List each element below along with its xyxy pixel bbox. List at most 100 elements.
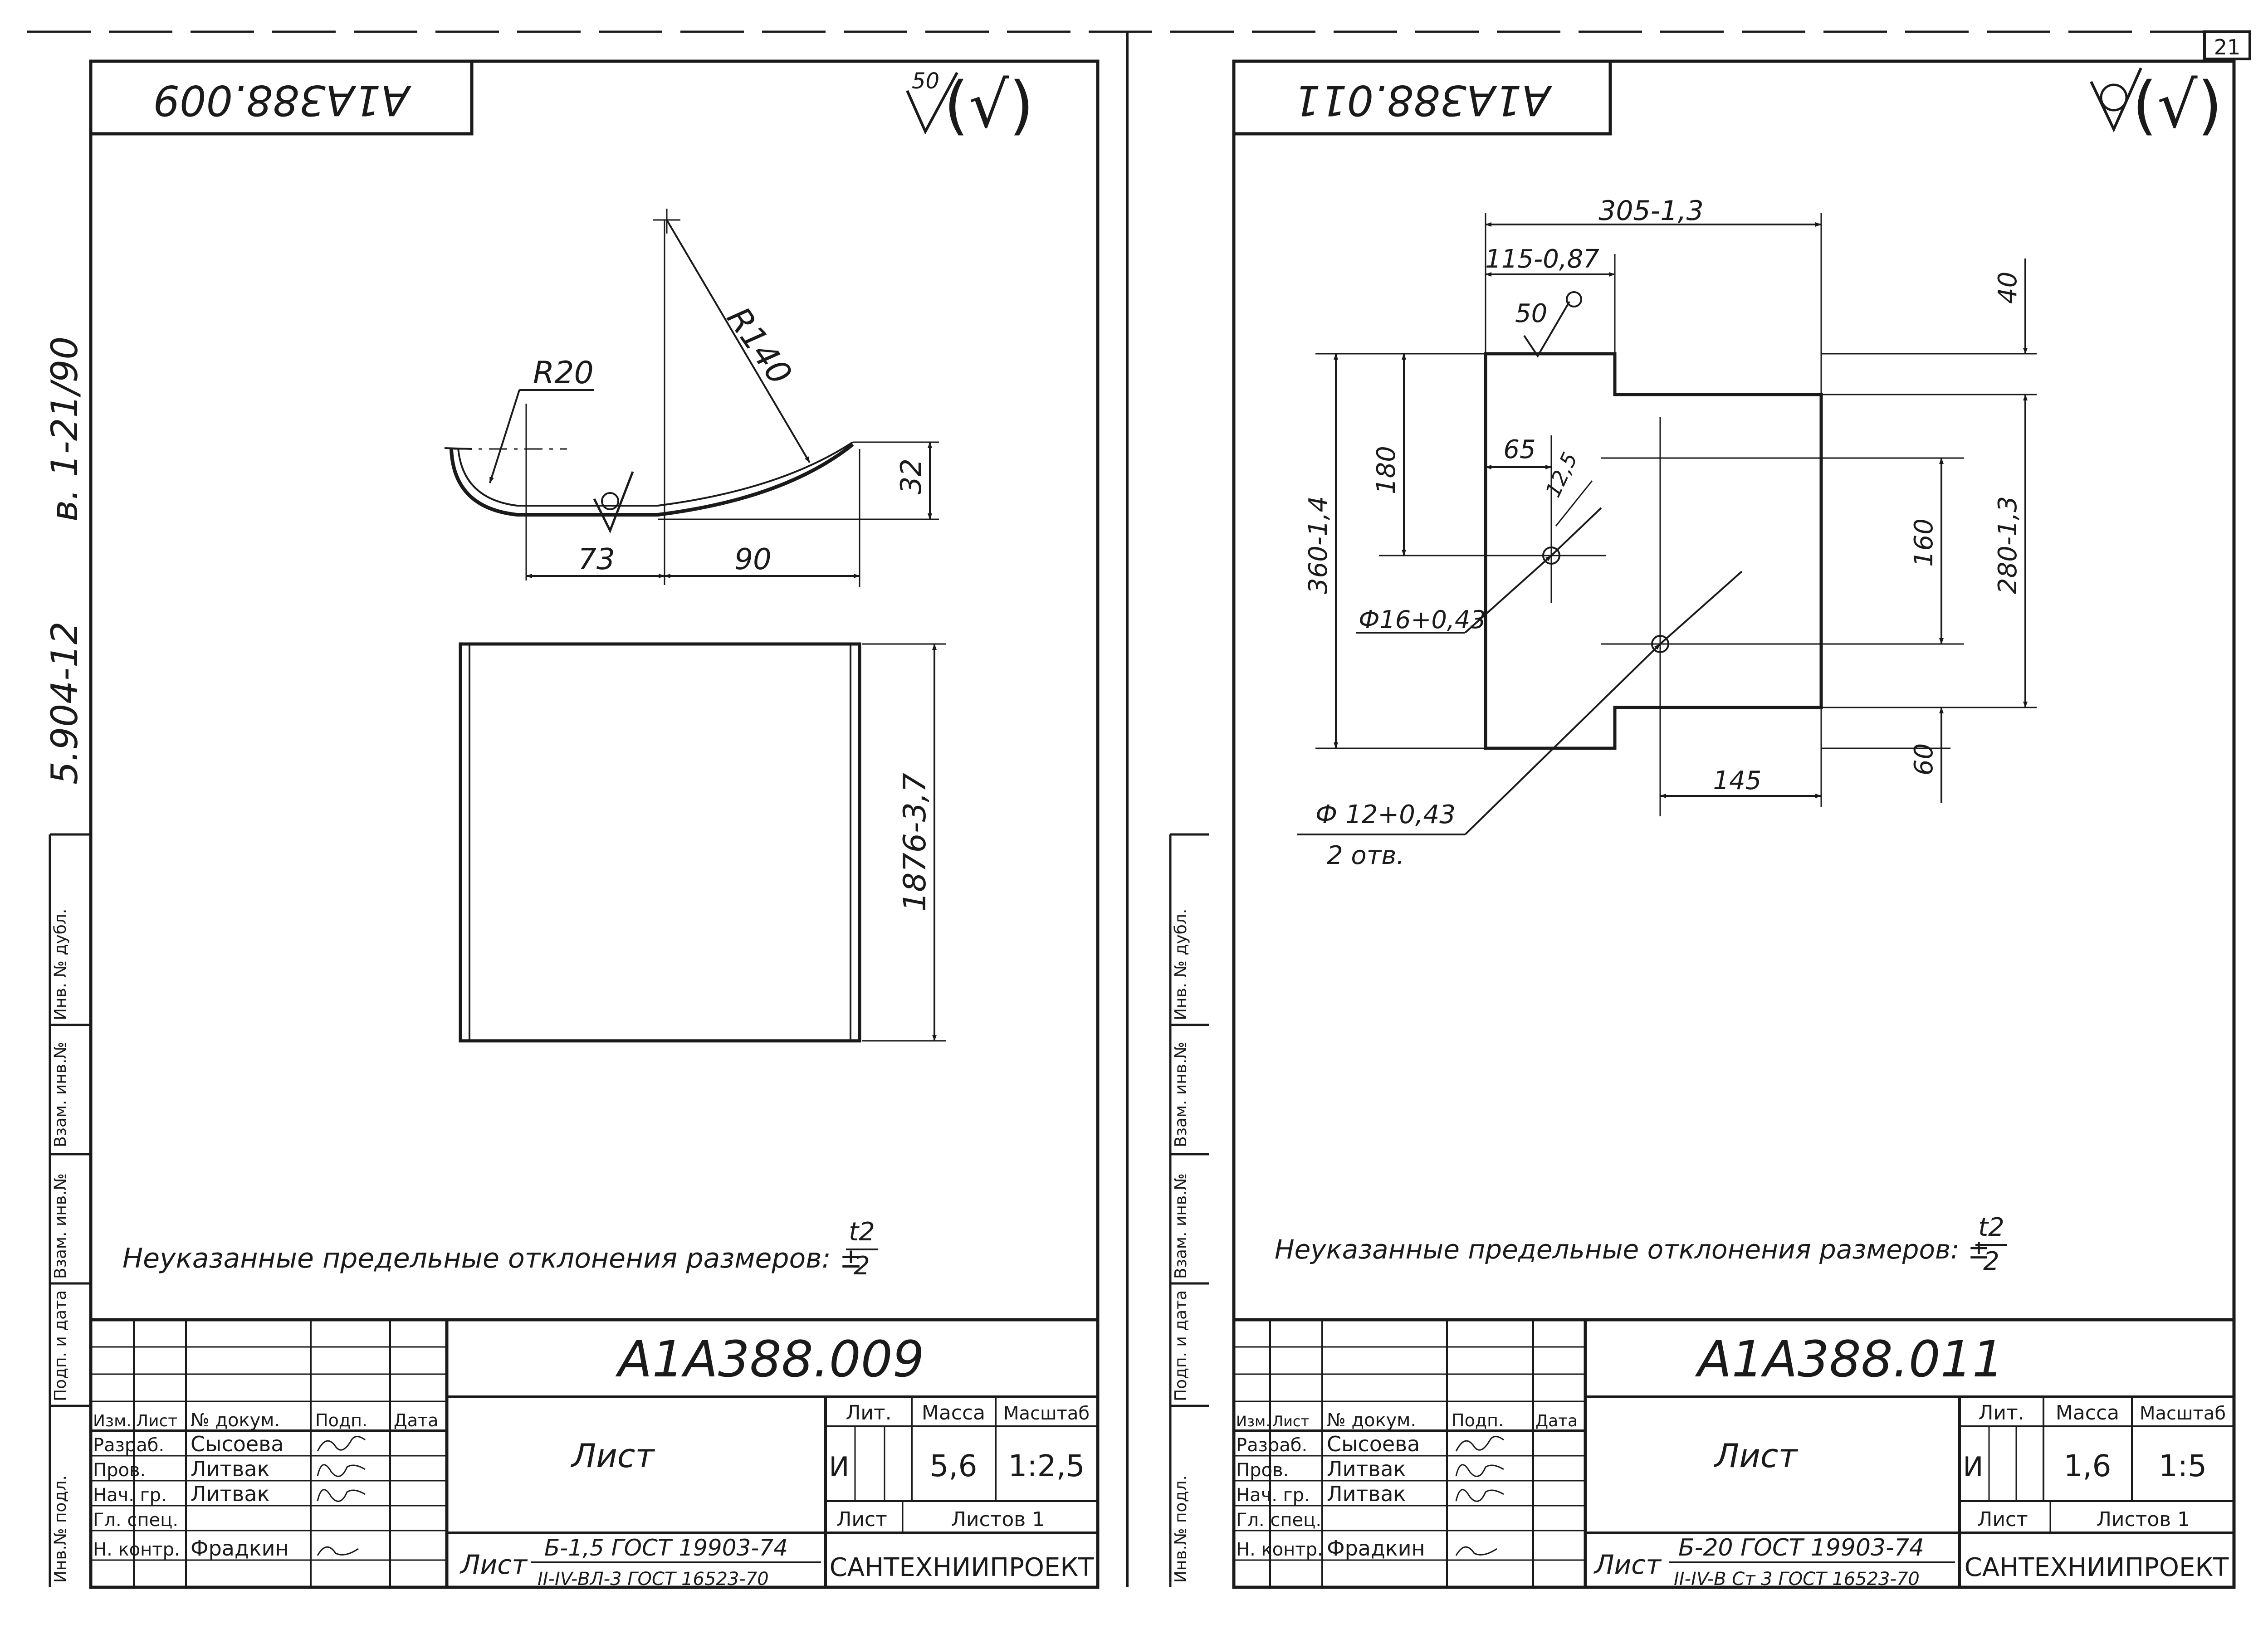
sheet-frame — [1232, 59, 2236, 1589]
svg-text:Фрадкин: Фрадкин — [191, 1536, 289, 1561]
organization: САНТЕХНИИПРОЕКТ — [1965, 1553, 2229, 1582]
margin-field: Взам. инв.№ — [1172, 1173, 1190, 1279]
svg-text:Пров.: Пров. — [93, 1460, 146, 1481]
dim-left-len: 73 — [578, 543, 615, 576]
svg-text:180: 180 — [1372, 446, 1401, 494]
svg-text:160: 160 — [1909, 518, 1939, 567]
margin-field: Подп. и дата — [51, 1290, 70, 1401]
svg-text:Фрадкин: Фрадкин — [1327, 1536, 1425, 1561]
roughness-symbol: (√) — [2090, 67, 2222, 142]
svg-text:1:2,5: 1:2,5 — [1008, 1449, 1085, 1483]
svg-text:Лист: Лист — [1977, 1508, 2028, 1531]
svg-text:Литвак: Литвак — [191, 1457, 269, 1481]
corner-designation: А1А388.011 — [1294, 76, 1553, 125]
margin-strip-left — [49, 833, 91, 1587]
margin-field: Взам. инв.№ — [1172, 1042, 1190, 1147]
svg-text:Литвак: Литвак — [1327, 1482, 1406, 1506]
svg-text:1:5: 1:5 — [2159, 1449, 2207, 1483]
title-block: Изм. Лист № докум. Подп. Дата Разраб. Сы… — [1234, 1318, 2234, 1590]
sheet-frame — [89, 59, 1100, 1589]
title-designation: А1А388.009 — [615, 1330, 924, 1388]
svg-text:t2: t2 — [849, 1217, 875, 1247]
svg-text:145: 145 — [1713, 766, 1762, 795]
title-block: Изм. Лист № докум. Подп. Дата Разраб. Сы… — [91, 1318, 1098, 1590]
hole-large: Ф 12+0,43 — [1315, 800, 1456, 829]
title-name: Лист — [1713, 1437, 1799, 1475]
sheet-right: А1А388.011 (√) 305-1,3 115-0,87 50 — [1232, 59, 2236, 1590]
svg-text:Масштаб: Масштаб — [2140, 1403, 2226, 1424]
svg-text:Нач. гр.: Нач. гр. — [93, 1485, 167, 1506]
margin-field: Подп. и дата — [1172, 1290, 1190, 1401]
svg-text:Дата: Дата — [1535, 1412, 1578, 1430]
tolerance-note: Неуказанные предельные отклонения размер… — [1275, 1213, 2007, 1276]
svg-text:II-IV-ВЛ-3 ГОСТ 16523-70: II-IV-ВЛ-3 ГОСТ 16523-70 — [538, 1569, 769, 1590]
dim-height: 32 — [894, 458, 928, 494]
svg-text:2: 2 — [854, 1251, 870, 1281]
dim-width: 305-1,3 — [1598, 195, 1704, 227]
margin-field: Инв.№ подл. — [51, 1475, 70, 1583]
page-number: 21 — [2214, 35, 2241, 59]
svg-text:Подп.: Подп. — [315, 1410, 367, 1430]
top-border — [27, 30, 2251, 60]
dim-right-len: 90 — [734, 543, 771, 576]
svg-text:Сысоева: Сысоева — [1327, 1432, 1420, 1456]
title-name: Лист — [570, 1437, 655, 1475]
svg-text:2: 2 — [1983, 1247, 1999, 1276]
corner-stamp — [1232, 59, 1612, 136]
margin-field: Взам. инв.№ — [51, 1173, 70, 1279]
hole-small: Ф16+0,43 — [1359, 605, 1486, 634]
svg-text:t2: t2 — [1978, 1213, 2004, 1242]
dim-radius-big: R140 — [719, 300, 799, 392]
margin-strip-right — [1169, 833, 1209, 1587]
svg-text:Масса: Масса — [2056, 1401, 2119, 1424]
svg-text:Листов 1: Листов 1 — [2097, 1508, 2190, 1531]
svg-text:Нач. гр.: Нач. гр. — [1236, 1485, 1310, 1506]
margin-field: Инв. № дубл. — [51, 909, 70, 1020]
svg-text:Разраб.: Разраб. — [1236, 1435, 1307, 1456]
svg-text:Литвак: Литвак — [191, 1482, 269, 1506]
series-label: 5.904-12 — [44, 621, 86, 785]
svg-text:№ докум.: № докум. — [191, 1410, 280, 1431]
dim-length: 1876-3,7 — [897, 773, 933, 912]
svg-text:Лит.: Лит. — [1978, 1401, 2024, 1424]
svg-text:Листов 1: Листов 1 — [951, 1508, 1045, 1531]
svg-text:Гл. спец.: Гл. спец. — [1236, 1510, 1321, 1531]
svg-text:Лист: Лист — [836, 1508, 887, 1531]
svg-text:280-1,3: 280-1,3 — [1993, 496, 2023, 594]
svg-text:Масштаб: Масштаб — [1003, 1403, 1090, 1424]
svg-text:5,6: 5,6 — [930, 1449, 978, 1483]
svg-text:12,5: 12,5 — [1540, 449, 1582, 501]
svg-text:№ докум.: № докум. — [1327, 1410, 1416, 1431]
svg-text:Лист: Лист — [1272, 1413, 1309, 1430]
svg-text:Пров.: Пров. — [1236, 1460, 1289, 1481]
roughness-symbol: 50 (√) — [906, 68, 1034, 142]
profile-view: R140 R20 32 73 90 — [444, 209, 939, 587]
margin-field: Взам. инв.№ — [51, 1042, 70, 1147]
margin-field: Инв.№ подл. — [1172, 1475, 1190, 1583]
svg-text:Литвак: Литвак — [1327, 1457, 1406, 1481]
corner-designation: А1А388.009 — [153, 76, 412, 125]
material-spec: Б-1,5 ГОСТ 19903-74 — [544, 1535, 788, 1561]
svg-text:(√): (√) — [944, 68, 1034, 142]
svg-text:(√): (√) — [2132, 68, 2222, 142]
svg-text:Н. контр.: Н. контр. — [93, 1539, 180, 1560]
svg-text:Неуказанные предельные отклоне: Неуказанные предельные отклонения размер… — [1275, 1234, 1990, 1265]
svg-text:Н. контр.: Н. контр. — [1236, 1539, 1323, 1560]
plate-view: 305-1,3 115-0,87 50 40 280-1,3 360-1,4 — [1297, 195, 2037, 870]
svg-text:Подп.: Подп. — [1452, 1410, 1504, 1430]
svg-text:65: 65 — [1503, 435, 1535, 464]
material-spec: Б-20 ГОСТ 19903-74 — [1678, 1534, 1924, 1561]
svg-text:Гл. спец.: Гл. спец. — [93, 1510, 178, 1531]
dim-radius-small: R20 — [533, 355, 594, 391]
svg-text:Дата: Дата — [394, 1410, 438, 1430]
svg-text:50: 50 — [1515, 299, 1547, 328]
svg-text:Изм.: Изм. — [1236, 1413, 1270, 1430]
sheet-left: А1А388.009 50 (√) R140 R20 — [89, 59, 1100, 1590]
svg-text:И: И — [829, 1451, 850, 1483]
issue-label: в. 1-21/90 — [44, 337, 86, 522]
svg-text:И: И — [1963, 1451, 1984, 1483]
svg-text:Сысоева: Сысоева — [191, 1432, 284, 1456]
svg-text:360-1,4: 360-1,4 — [1304, 496, 1333, 594]
corner-stamp — [89, 59, 474, 136]
